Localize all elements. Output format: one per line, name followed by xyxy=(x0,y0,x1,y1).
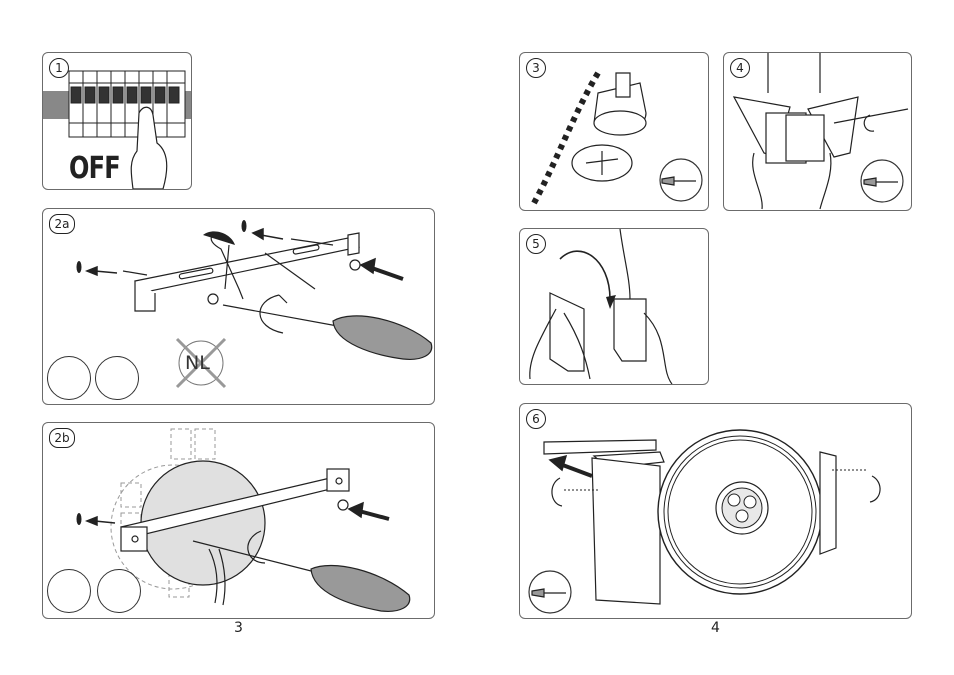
rotate-icon xyxy=(870,476,880,502)
screwdriver-tool-circle xyxy=(95,356,139,400)
panel-step-2b: 2b xyxy=(42,422,435,619)
wire-connection-illustration xyxy=(724,53,911,210)
rotate-icon xyxy=(864,115,874,131)
nl-label: NL xyxy=(185,352,210,374)
connector-rotate-illustration xyxy=(520,229,708,384)
panel-step-5: 5 xyxy=(519,228,709,385)
page-number-left: 3 xyxy=(234,620,243,636)
panel-step-6: 6 xyxy=(519,403,912,619)
rotate-icon xyxy=(552,478,562,506)
screw-icon xyxy=(338,500,348,510)
page-number-right: 4 xyxy=(711,620,720,636)
terminal-block-illustration xyxy=(520,53,708,210)
panel-step-4: 4 xyxy=(723,52,912,211)
lamp-ring xyxy=(658,430,822,594)
lamp-mounting-illustration xyxy=(520,404,911,618)
wall-plug-icon xyxy=(77,513,82,525)
breaker-icon xyxy=(69,71,185,137)
panel-step-3: 3 xyxy=(519,52,709,211)
panel-step-1: 1 OFF xyxy=(42,52,192,190)
panel-step-2a: 2a xyxy=(42,208,435,405)
arrow-icon xyxy=(550,456,592,476)
screwdriver-icon xyxy=(223,305,432,359)
screw-tool-circle xyxy=(47,356,91,400)
screw-tool-circle xyxy=(47,569,91,613)
screwdriver-tool-circle xyxy=(97,569,141,613)
off-label: OFF xyxy=(69,151,120,186)
rotate-icon xyxy=(560,251,610,299)
